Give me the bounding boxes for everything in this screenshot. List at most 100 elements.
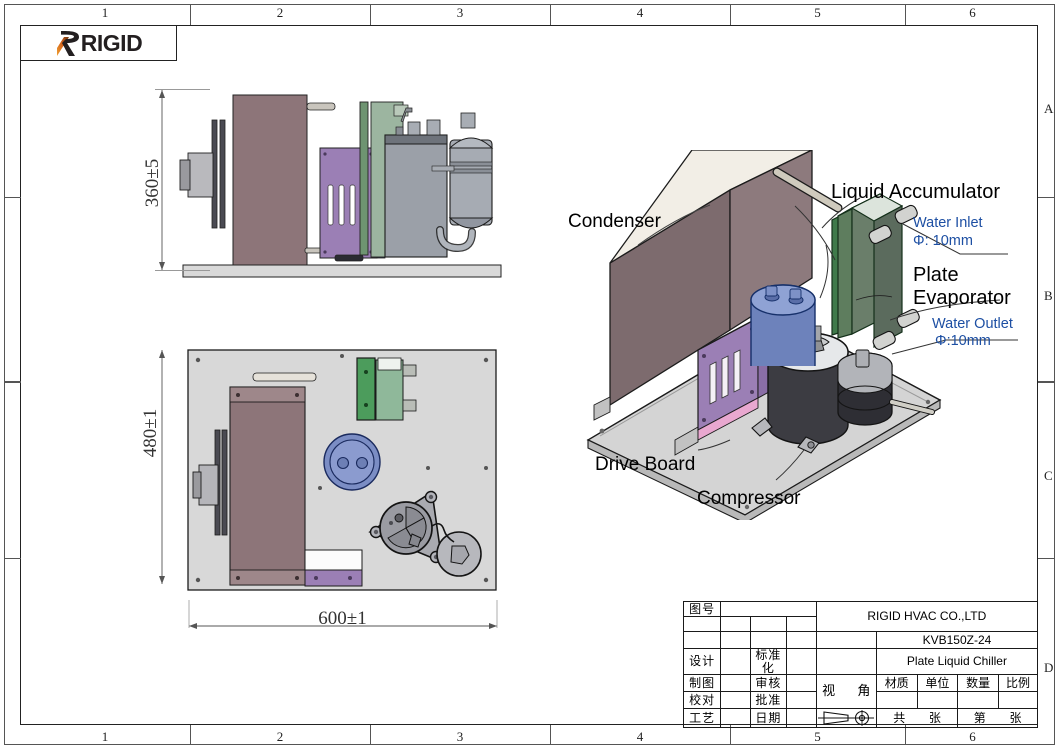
- zone-column-bottom-3: 3: [456, 729, 464, 744]
- title-date-label: 日期: [750, 708, 787, 729]
- title-cell-empty: [785, 616, 817, 632]
- title-checked-value[interactable]: [785, 674, 817, 693]
- ext-line: [155, 89, 210, 90]
- zone-tick: [370, 4, 371, 25]
- zone-tick: [190, 725, 191, 745]
- title-proofread-value[interactable]: [720, 691, 752, 710]
- zone-tick: [1038, 381, 1055, 383]
- title-company: RIGID HVAC CO.,LTD: [815, 601, 1039, 632]
- zone-row-a: A: [1044, 101, 1054, 116]
- first-angle-projection-symbol-cell: [815, 708, 877, 729]
- title-cell-empty: [750, 631, 787, 649]
- logo: RIGID: [55, 29, 143, 56]
- title-cell-empty: [815, 631, 877, 649]
- title-unit-value[interactable]: [916, 691, 959, 710]
- zone-tick: [730, 4, 731, 25]
- title-cell-empty: [682, 631, 722, 649]
- title-standardization-label: 标准化: [750, 647, 787, 676]
- zone-column-top-5: 5: [814, 5, 821, 20]
- title-material-label: 材质: [875, 674, 918, 693]
- title-product-name: Plate Liquid Chiller: [875, 647, 1039, 676]
- logo-box: RIGID: [20, 25, 177, 61]
- title-view-angle-label: 视 角: [815, 674, 877, 710]
- sheet-label-1: 第: [973, 710, 986, 725]
- ext-line: [155, 270, 210, 271]
- label-water-outlet: Water Outlet: [932, 316, 1013, 332]
- label-drive-board: Drive Board: [595, 454, 696, 475]
- total-label-2: 张: [928, 710, 941, 725]
- title-scale-label: 比例: [997, 674, 1039, 693]
- zone-column-top-3: 3: [456, 5, 464, 20]
- zone-column-top-6: 6: [969, 5, 976, 20]
- zone-row-b: B: [1044, 288, 1053, 303]
- front-view-height-dimension: [159, 90, 165, 270]
- zone-column-top-1: 1: [101, 5, 109, 20]
- zone-tick: [370, 725, 371, 745]
- zone-tick: [730, 725, 731, 745]
- title-quantity-label: 数量: [957, 674, 999, 693]
- zone-column-top-4: 4: [636, 5, 644, 20]
- title-sheet-number: 第 张: [957, 708, 1038, 729]
- title-drawing-no-label: 图号: [682, 601, 722, 617]
- zone-tick: [4, 381, 21, 383]
- label-plate-evaporator-line2: Evaporator: [913, 287, 1011, 309]
- title-date-value[interactable]: [785, 708, 817, 729]
- label-water-outlet-diameter: Φ:10mm: [935, 333, 991, 349]
- zone-row-d: D: [1044, 660, 1054, 675]
- label-condenser: Condenser: [568, 211, 661, 232]
- top-view-width-dimension: [188, 600, 498, 629]
- zone-column-top-2: 2: [276, 5, 284, 20]
- water-outlet-leader: [891, 339, 1018, 355]
- label-water-inlet-diameter: Φ: 10mm: [913, 233, 973, 249]
- title-drawn-value[interactable]: [720, 674, 752, 693]
- zone-column-bottom-5: 5: [814, 729, 821, 744]
- sheet-inner-border: [20, 25, 1038, 725]
- zone-column-bottom-6: 6: [969, 729, 976, 744]
- title-approved-value[interactable]: [785, 691, 817, 710]
- plate-evaporator-leader: [890, 299, 1001, 321]
- front-view-drawing: [179, 94, 502, 278]
- zone-tick: [550, 4, 551, 25]
- view-angle-char-1: 视: [822, 683, 836, 699]
- zone-tick: [905, 725, 906, 745]
- title-cell-empty: [750, 616, 787, 632]
- title-approved-label: 批准: [750, 691, 787, 710]
- title-cell-empty: [720, 616, 752, 632]
- title-process-value[interactable]: [720, 708, 752, 729]
- title-cell-empty: [785, 631, 817, 649]
- zone-column-bottom-2: 2: [276, 729, 284, 744]
- first-angle-projection-icon: [818, 710, 875, 727]
- title-total-sheets: 共 张: [875, 708, 959, 729]
- zone-tick: [4, 558, 21, 559]
- title-drawing-no-value[interactable]: [720, 601, 817, 617]
- isometric-view-drawing: [586, 150, 942, 520]
- title-unit-label: 单位: [916, 674, 959, 693]
- logo-text: RIGID: [80, 29, 143, 56]
- zone-tick: [550, 725, 551, 745]
- title-quantity-value[interactable]: [957, 691, 999, 710]
- top-view-drawing: [187, 349, 497, 591]
- title-checked-label: 审核: [750, 674, 787, 693]
- title-block: 图号 RIGID HVAC CO.,LTD KVB150Z-24 设计: [682, 601, 1039, 729]
- top-view-height-dimension: [159, 350, 165, 584]
- title-design-value[interactable]: [720, 647, 752, 676]
- sheet-label-2: 张: [1009, 710, 1022, 725]
- title-proofread-label: 校对: [682, 691, 722, 710]
- label-water-inlet: Water Inlet: [913, 215, 983, 231]
- title-scale-value[interactable]: [997, 691, 1039, 710]
- front-view-height-value: 360±5: [142, 158, 163, 208]
- title-standardization-value[interactable]: [785, 647, 817, 676]
- title-process-label: 工艺: [682, 708, 722, 729]
- zone-tick: [190, 4, 191, 25]
- zone-tick: [4, 197, 21, 198]
- top-view-height-value: 480±1: [140, 408, 161, 458]
- label-compressor: Compressor: [697, 488, 801, 509]
- title-design-label: 设计: [682, 647, 722, 676]
- top-view-width-value: 600±1: [318, 608, 367, 629]
- water-inlet-leader: [902, 223, 1008, 255]
- title-material-value[interactable]: [875, 691, 918, 710]
- title-model: KVB150Z-24: [875, 631, 1039, 649]
- title-drawn-label: 制图: [682, 674, 722, 693]
- zone-tick: [905, 4, 906, 25]
